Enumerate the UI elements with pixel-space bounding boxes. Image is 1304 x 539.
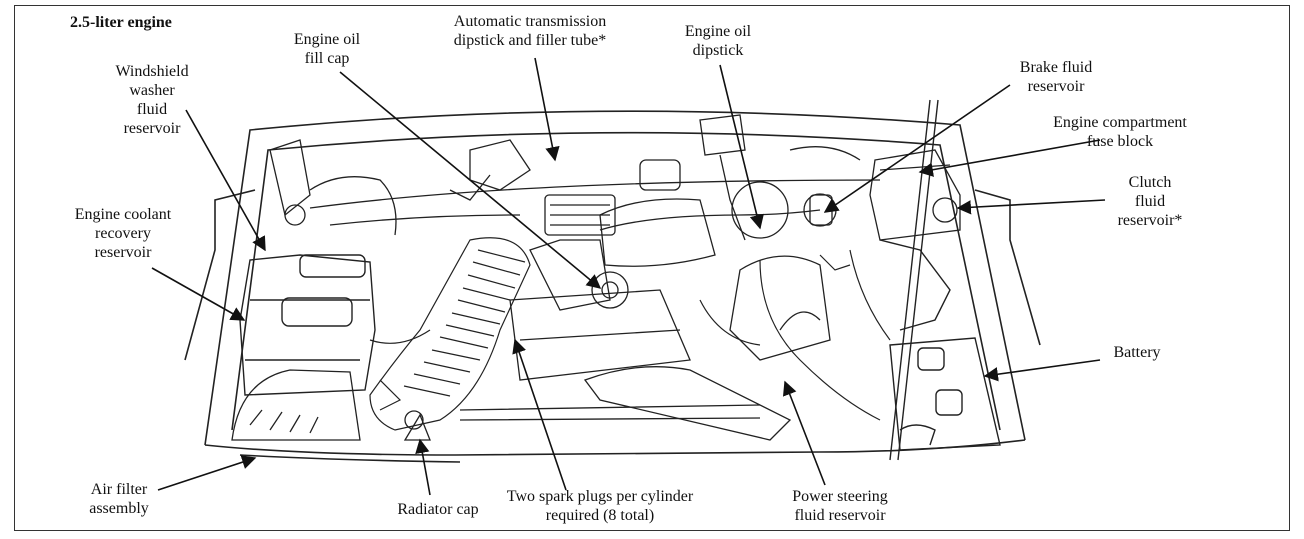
arrow-air-filter (157, 455, 257, 491)
air-filter-shape (231, 369, 361, 441)
arrow-spark-plugs (512, 338, 567, 491)
arrow-engine-oil-dipstick (719, 64, 764, 230)
leader-arrows (151, 57, 1106, 496)
arrow-fuse-block (918, 139, 1101, 177)
label-air-filter: Air filter assembly (89, 481, 149, 517)
coolant-reservoir-shape (239, 254, 376, 396)
engine-block-shape (309, 114, 881, 441)
engine-bay-outline (184, 110, 1041, 463)
label-coolant-recovery: Engine coolant recovery reservoir (74, 206, 172, 261)
label-engine-oil-fill-cap: Engine oil fill cap (293, 31, 361, 67)
washer-reservoir-shape (269, 139, 397, 236)
arrow-engine-oil-fill-cap (339, 71, 602, 289)
diagram-frame (14, 5, 1290, 531)
fuse-block-shape (869, 149, 961, 241)
battery-shape (879, 99, 1001, 461)
label-auto-trans-dipstick: Automatic transmission dipstick and fill… (453, 13, 607, 49)
arrow-clutch-fluid (956, 199, 1106, 215)
label-brake-fluid: Brake fluid reservoir (1019, 59, 1093, 95)
label-spark-plugs: Two spark plugs per cylinder required (8… (506, 488, 694, 524)
arrow-battery (983, 359, 1101, 382)
arrow-coolant-recovery (151, 267, 246, 321)
engine-hoses (369, 249, 891, 421)
label-fuse-block: Engine compartment fuse block (1053, 114, 1187, 150)
label-windshield-washer: Windshield washer fluid reservoir (115, 63, 189, 137)
diagram-title: 2.5-liter engine (70, 14, 172, 31)
label-battery: Battery (1113, 344, 1161, 361)
intake-duct-shape (369, 237, 531, 431)
arrow-power-steering (782, 380, 826, 486)
label-clutch-fluid: Clutch fluid reservoir* (1117, 174, 1183, 229)
label-engine-oil-dipstick: Engine oil dipstick (684, 23, 752, 59)
label-radiator-cap: Radiator cap (397, 501, 479, 518)
arrow-auto-trans-dipstick (534, 57, 560, 162)
arrow-brake-fluid (823, 84, 1011, 213)
arrow-windshield-washer (185, 109, 266, 252)
arrow-radiator-cap (415, 438, 431, 496)
label-power-steering: Power steering fluid reservoir (792, 488, 888, 524)
